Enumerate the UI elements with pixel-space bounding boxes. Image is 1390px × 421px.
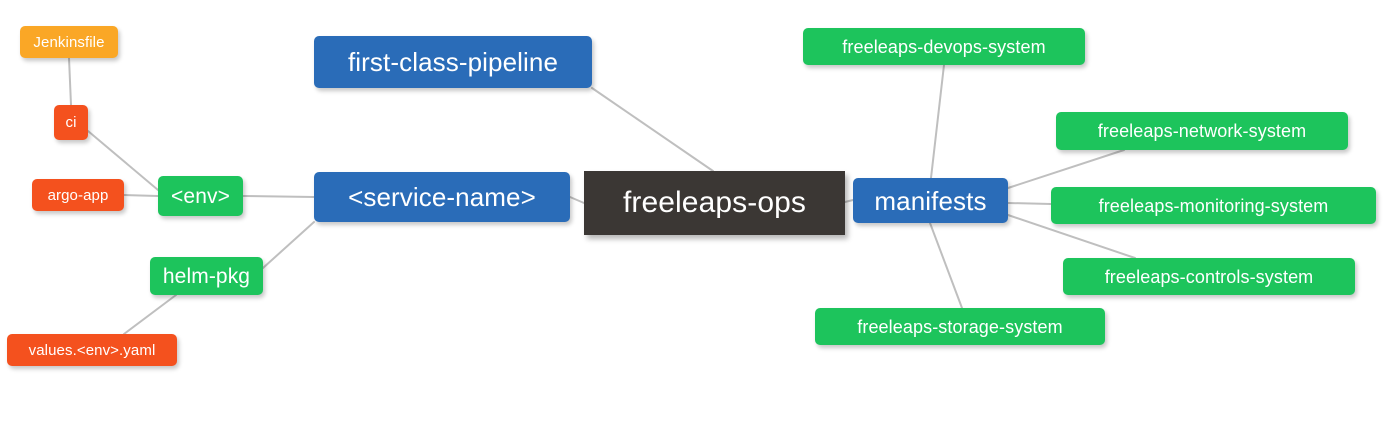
node-freeleaps-storage-system[interactable]: freeleaps-storage-system: [815, 308, 1105, 345]
node-label: ci: [65, 114, 77, 131]
edge-helm_pkg-to-values_yaml: [123, 294, 177, 335]
edge-manifests-to-devops_system: [930, 64, 945, 179]
node-label: Jenkinsfile: [33, 33, 105, 51]
edge-root-to-manifests: [844, 199, 854, 203]
node-label: freeleaps-monitoring-system: [1098, 195, 1329, 216]
edge-env-to-argo_app: [123, 194, 159, 197]
node-freeleaps-devops-system[interactable]: freeleaps-devops-system: [803, 28, 1085, 65]
node-first-class-pipeline[interactable]: first-class-pipeline: [314, 36, 592, 88]
node-label: values.<env>.yaml: [28, 341, 156, 359]
node-freeleaps-network-system[interactable]: freeleaps-network-system: [1056, 112, 1348, 150]
edge-manifests-to-storage_system: [929, 222, 963, 309]
edge-service_name-to-helm_pkg: [262, 221, 315, 269]
node-helm-pkg[interactable]: helm-pkg: [150, 257, 263, 295]
edge-service_name-to-env: [242, 195, 315, 198]
node-freeleaps-monitoring-system[interactable]: freeleaps-monitoring-system: [1051, 187, 1376, 224]
node-argo-app[interactable]: argo-app: [32, 179, 124, 211]
edge-root-to-service_name: [569, 196, 585, 204]
edge-ci-to-jenkinsfile: [68, 57, 72, 106]
node-freeleaps-ops[interactable]: freeleaps-ops: [584, 171, 845, 235]
node-ci[interactable]: ci: [54, 105, 88, 140]
node-label: freeleaps-ops: [622, 186, 807, 219]
node-freeleaps-controls-system[interactable]: freeleaps-controls-system: [1063, 258, 1355, 295]
node-label: helm-pkg: [162, 264, 251, 288]
node-label: manifests: [874, 185, 987, 216]
node-label: <env>: [171, 184, 230, 208]
node-label: argo-app: [47, 186, 109, 204]
node-label: freeleaps-devops-system: [842, 36, 1046, 57]
node-manifests[interactable]: manifests: [853, 178, 1008, 223]
edge-manifests-to-network_system: [1007, 149, 1125, 189]
node-label: freeleaps-controls-system: [1104, 266, 1314, 287]
node-label: first-class-pipeline: [347, 47, 559, 77]
node-label: freeleaps-network-system: [1097, 121, 1307, 141]
edge-manifests-to-monitoring_system: [1007, 202, 1052, 205]
node-values-env-yaml[interactable]: values.<env>.yaml: [7, 334, 177, 366]
edge-root-to-first_class_pipeline: [591, 87, 714, 172]
node-service-name[interactable]: <service-name>: [314, 172, 570, 222]
node-jenkinsfile[interactable]: Jenkinsfile: [20, 26, 118, 58]
node-env[interactable]: <env>: [158, 176, 243, 216]
node-label: freeleaps-storage-system: [857, 316, 1063, 337]
node-label: <service-name>: [348, 182, 536, 212]
